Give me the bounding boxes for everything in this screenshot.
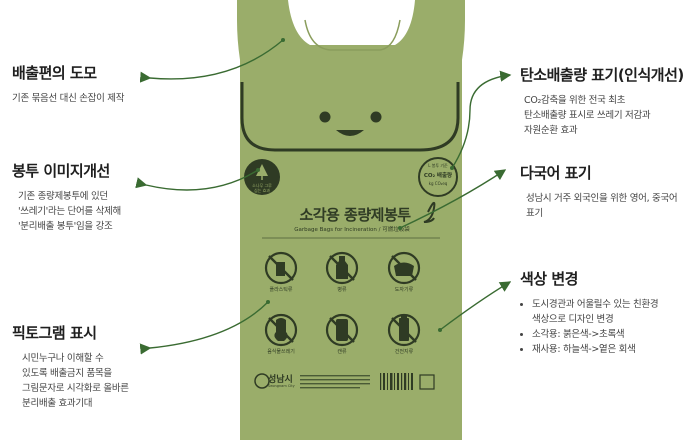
annotation-color: 색상 변경 도시경관과 어울릴수 있는 친환경 색상으로 디자인 변경 소각용:… bbox=[520, 268, 698, 357]
left-badge-text: 소나무 그루 심는 효과 bbox=[252, 183, 272, 193]
pictogram-label: 플라스틱류 bbox=[269, 287, 293, 293]
annotation-title: 탄소배출량 표기(인식개선) bbox=[520, 66, 684, 84]
city-name-en: Seongnam City bbox=[268, 384, 295, 388]
annotation-carbon: 탄소배출량 표기(인식개선) CO₂감축을 위한 전국 최초 탄소배출량 표시로… bbox=[520, 64, 698, 138]
city-name: 성남시 bbox=[268, 375, 293, 385]
pictogram-label: 캔류 bbox=[337, 349, 347, 355]
annotation-pictogram: 픽토그램 표시 시민누구나 이해할 수 있도록 배출금지 품목을 그림문자로 시… bbox=[12, 322, 162, 411]
annotation-title: 색상 변경 bbox=[520, 270, 578, 288]
pictogram-label: 도자기류 bbox=[394, 287, 414, 293]
pictogram-label: 음식물쓰레기 bbox=[267, 349, 295, 355]
annotation-title: 픽토그램 표시 bbox=[12, 324, 97, 342]
pictogram-label: 건전지류 bbox=[394, 349, 414, 355]
right-badge-line2: CO₂ 배출량 bbox=[423, 173, 453, 179]
annotation-title: 다국어 표기 bbox=[520, 164, 592, 182]
annotation-item: 도시경관과 어울릴수 있는 친환경 색상으로 디자인 변경 bbox=[532, 297, 698, 327]
bag-title: 소각용 종량제봉투 bbox=[299, 206, 411, 224]
left-eye bbox=[319, 111, 331, 123]
city-logo-icon bbox=[254, 373, 270, 389]
annotation-title: 봉투 이미지개선 bbox=[12, 162, 110, 180]
annotation-desc: 기존 종량제봉투에 있던 '쓰레기'라는 단어를 삭제해 '분리배출 봉투'임을… bbox=[18, 191, 121, 232]
annotation-handle: 배출편의 도모 기존 묶음선 대신 손잡이 제작 bbox=[12, 62, 152, 106]
right-badge-line3: kg CO₂eq bbox=[428, 181, 448, 186]
right-eye bbox=[370, 111, 382, 123]
pictogram-grid bbox=[264, 251, 421, 347]
annotation-desc: CO₂감축을 위한 전국 최초 탄소배출량 표시로 쓰레기 저감과 자원순환 효… bbox=[524, 95, 651, 136]
annotation-title: 배출편의 도모 bbox=[12, 64, 97, 82]
annotation-multilang: 다국어 표기 성남시 거주 외국인을 위한 영어, 중국어 표기 bbox=[520, 162, 698, 221]
barcode bbox=[380, 373, 413, 390]
pictogram-label: 병류 bbox=[337, 287, 347, 293]
co2-badge bbox=[418, 157, 458, 197]
annotation-desc: 성남시 거주 외국인을 위한 영어, 중국어 표기 bbox=[526, 193, 678, 219]
annotation-image: 봉투 이미지개선 기존 종량제봉투에 있던 '쓰레기'라는 단어를 삭제해 '분… bbox=[12, 160, 162, 234]
bag-subtitle: Garbage Bags for Incineration / 可燃垃圾袋 bbox=[294, 227, 410, 233]
annotation-item: 소각용: 붉은색->초록색 bbox=[532, 327, 698, 342]
annotation-desc: 시민누구나 이해할 수 있도록 배출금지 품목을 그림문자로 시각화로 올바른 … bbox=[22, 353, 129, 409]
right-badge-line1: L 봉투 기준 bbox=[428, 163, 448, 168]
annotation-desc: 기존 묶음선 대신 손잡이 제작 bbox=[12, 93, 125, 104]
annotation-item: 재사용: 하늘색->옅은 회색 bbox=[532, 342, 698, 357]
